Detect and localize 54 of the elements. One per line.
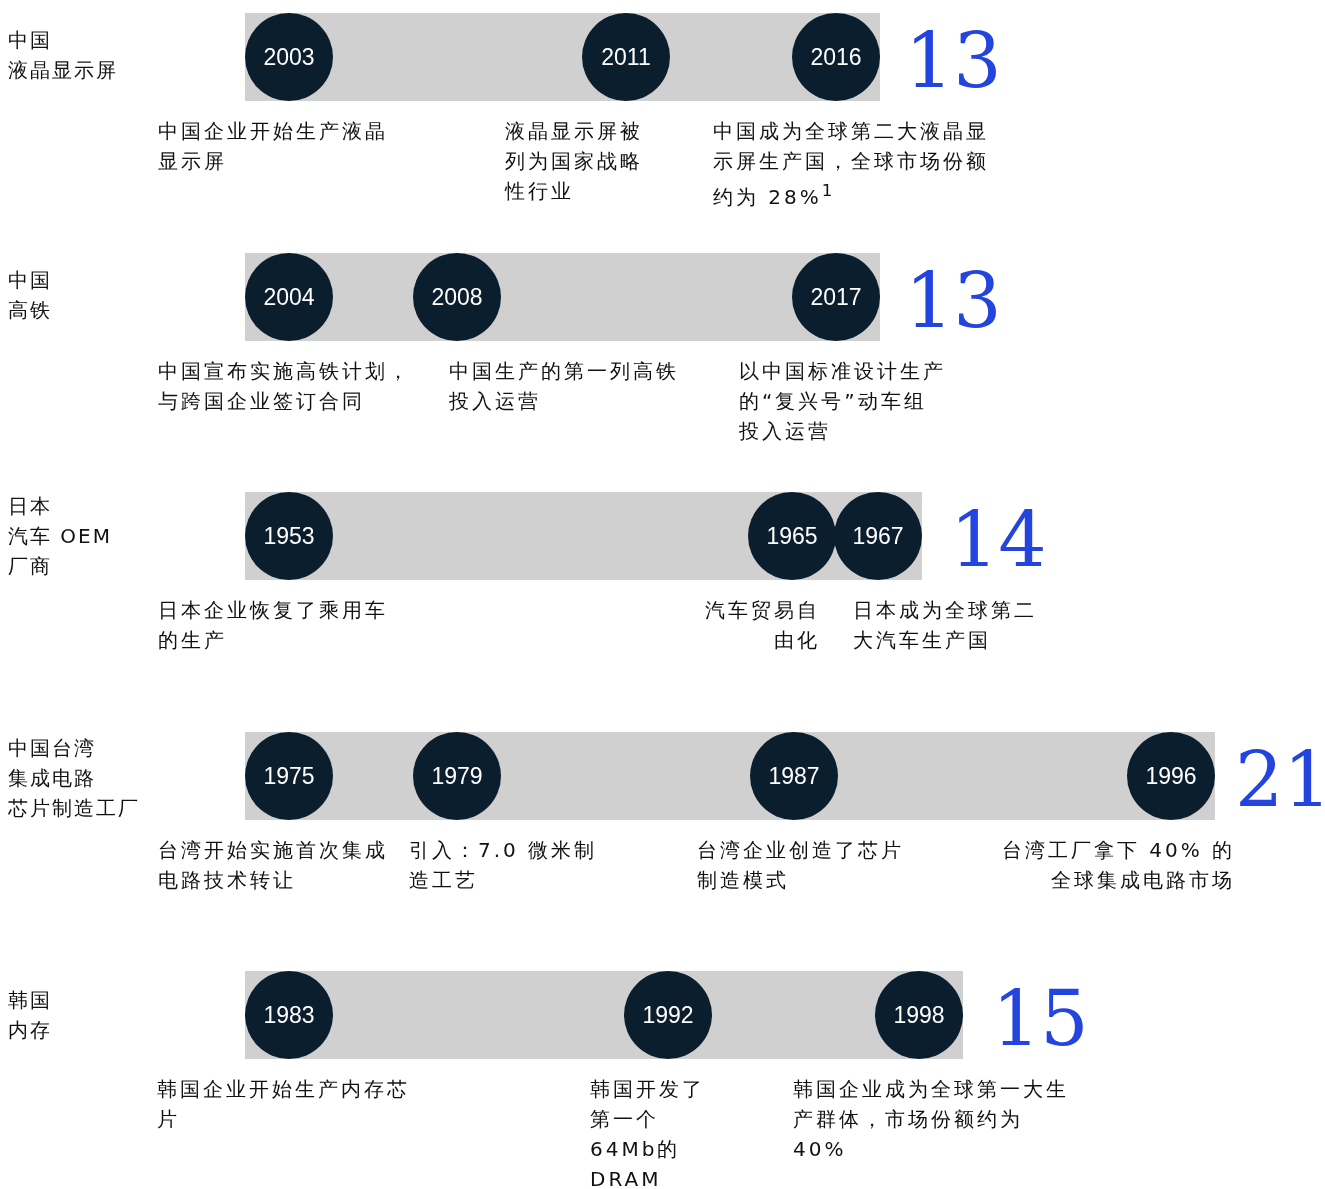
timeline-bar	[245, 253, 880, 341]
event-description: 中国生产的第一列高铁投入运营	[449, 358, 680, 415]
row-label: 中国台湾	[8, 735, 96, 762]
duration-number: 14	[950, 500, 1047, 580]
event-description: 韩国企业开始生产内存芯片	[157, 1076, 411, 1133]
duration-number: 15	[992, 979, 1089, 1059]
event-description: 韩国开发了第一个 64Mb的 DRAM	[590, 1076, 706, 1189]
event-description: 中国宣布实施高铁计划，与跨国企业签订合同	[158, 358, 412, 415]
row-label: 芯片制造工厂	[8, 795, 140, 822]
year-circle: 1998	[875, 971, 963, 1059]
year-circle: 2011	[582, 13, 670, 101]
timeline-bar	[245, 732, 1215, 820]
year-circle: 2004	[245, 253, 333, 341]
year-circle: 1987	[750, 732, 838, 820]
event-description: 液晶显示屏被列为国家战略性行业	[505, 118, 644, 205]
event-description: 台湾开始实施首次集成电路技术转让	[158, 837, 389, 894]
row-label: 液晶显示屏	[8, 57, 118, 84]
row-label: 厂商	[8, 553, 52, 580]
year-circle: 1967	[834, 492, 922, 580]
row-label: 高铁	[8, 297, 52, 324]
year-circle: 1992	[624, 971, 712, 1059]
year-circle: 1979	[413, 732, 501, 820]
row-label: 汽车 OEM	[8, 523, 112, 550]
row-label: 中国	[8, 27, 52, 54]
year-circle: 1953	[245, 492, 333, 580]
event-description: 日本成为全球第二大汽车生产国	[853, 597, 1038, 654]
event-description: 引入：7.0 微米制造工艺	[409, 837, 599, 894]
event-description: 以中国标准设计生产的“复兴号”动车组投入运营	[739, 358, 947, 445]
year-circle: 2003	[245, 13, 333, 101]
event-description: 中国成为全球第二大液晶显示屏生产国，全球市场份额约为 28%$^{1}$	[713, 118, 990, 211]
year-circle: 1996	[1127, 732, 1215, 820]
timeline-bar	[245, 971, 963, 1059]
duration-number: 21	[1235, 740, 1325, 820]
timeline-bar	[245, 13, 880, 101]
timeline-bar	[245, 492, 922, 580]
event-description: 日本企业恢复了乘用车的生产	[158, 597, 389, 654]
year-circle: 1975	[245, 732, 333, 820]
year-circle: 1983	[245, 971, 333, 1059]
event-description: 台湾工厂拿下 40% 的全球集成电路市场	[1000, 837, 1235, 894]
duration-number: 13	[905, 21, 1002, 101]
row-label: 日本	[8, 493, 52, 520]
event-description: 韩国企业成为全球第一大生产群体，市场份额约为 40%	[793, 1076, 1070, 1163]
event-description: 台湾企业创造了芯片制造模式	[697, 837, 905, 894]
row-label: 集成电路	[8, 765, 96, 792]
duration-number: 13	[905, 261, 1002, 341]
year-circle: 1965	[748, 492, 836, 580]
event-description: 汽车贸易自由化	[704, 597, 820, 654]
year-circle: 2008	[413, 253, 501, 341]
row-label: 内存	[8, 1017, 52, 1044]
event-description: 中国企业开始生产液晶显示屏	[158, 118, 389, 175]
year-circle: 2017	[792, 253, 880, 341]
row-label: 韩国	[8, 987, 52, 1014]
year-circle: 2016	[792, 13, 880, 101]
row-label: 中国	[8, 267, 52, 294]
